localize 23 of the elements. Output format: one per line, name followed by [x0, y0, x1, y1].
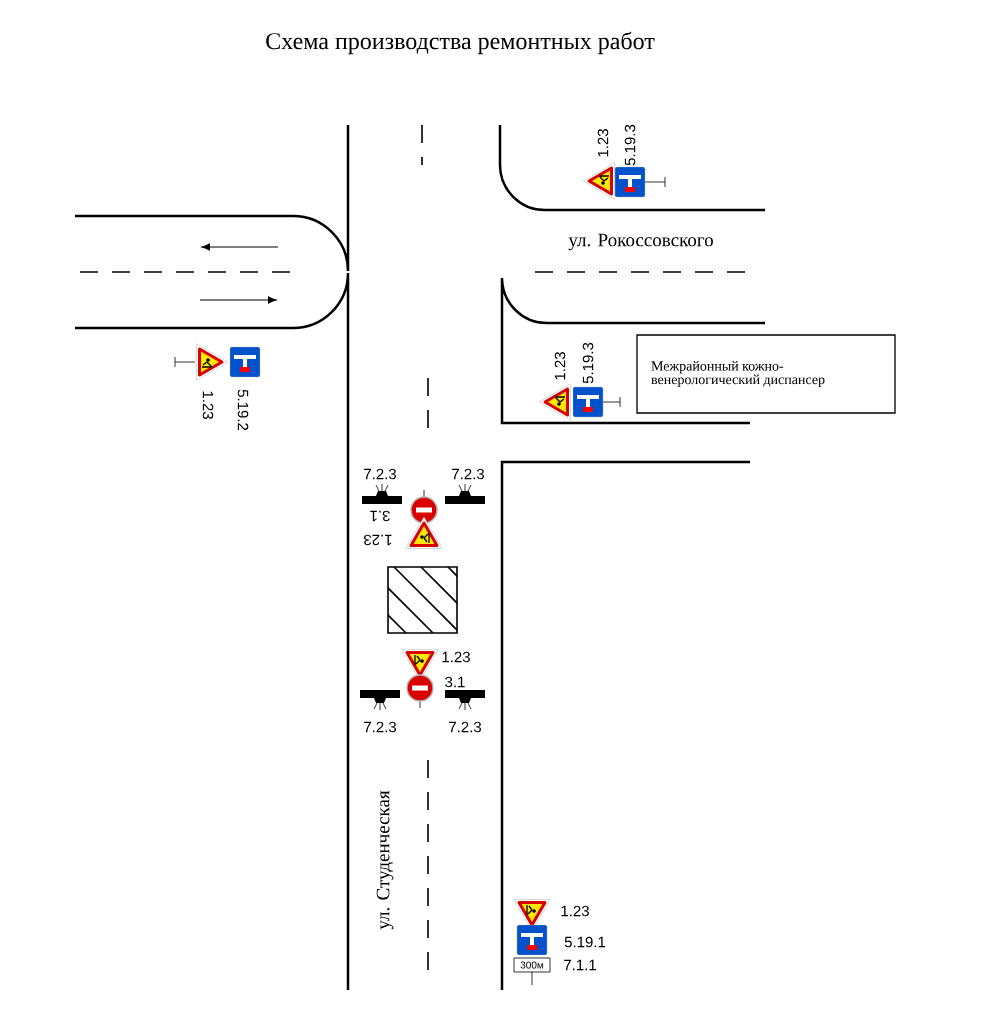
work-zone [387, 566, 458, 634]
sign-number: 7.2.3 [449, 721, 482, 733]
sign-number: 1.23 [364, 534, 392, 546]
sign-number: 3.1 [445, 676, 465, 688]
sign-number: 7.2.3 [452, 468, 485, 480]
sign-number: 7.2.3 [364, 721, 397, 733]
sign-number: 3.1 [370, 510, 390, 522]
sign-number: 1.23 [597, 129, 609, 157]
sign-number: 1.23 [554, 352, 566, 380]
sign-number: 1.23 [202, 391, 214, 419]
sign-number: 1.23 [442, 651, 470, 663]
sign-number: 5.19.3 [624, 124, 636, 166]
sign-number: 5.19.3 [582, 342, 594, 384]
sign-number: 1.23 [561, 905, 589, 917]
distance-plate: 300м [513, 957, 551, 973]
title: Схема производства ремонтных работ [266, 31, 655, 55]
building-box: Межрайонный кожно-венерологический диспансер [636, 334, 896, 414]
sign-number: 7.1.1 [564, 959, 596, 971]
sign-number: 7.2.3 [364, 468, 397, 480]
street-name: ул. Рокоссовского [568, 233, 713, 251]
sign-number: 5.19.2 [237, 389, 249, 431]
street-name: ул. Студенческая [376, 790, 394, 930]
sign-number: 5.19.1 [564, 936, 606, 948]
